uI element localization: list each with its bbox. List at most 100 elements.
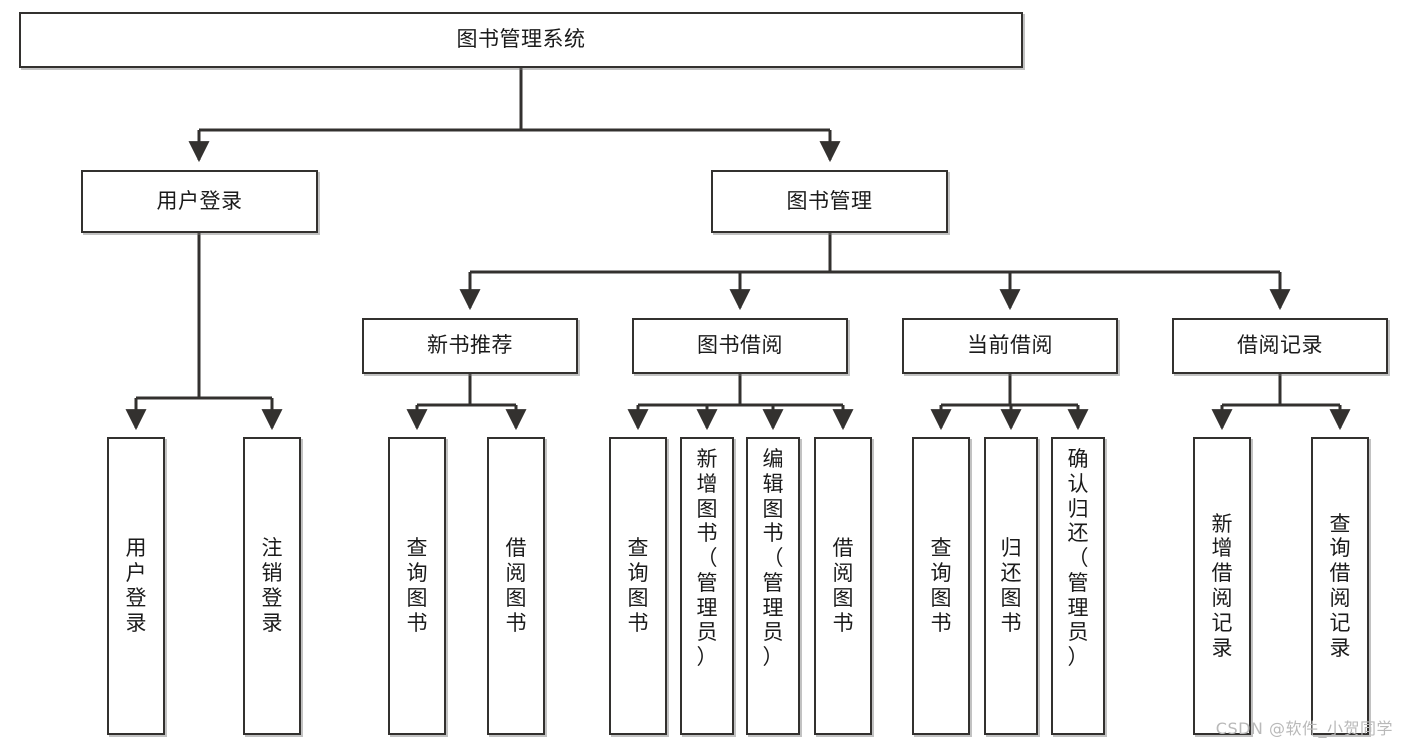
label-char: 查	[930, 536, 952, 561]
node-label-leaf-borrow-book-2: 借阅图书	[816, 439, 870, 733]
label-char: 认	[1067, 471, 1089, 496]
node-leaf-query-book-2[interactable]: 查询图书	[609, 437, 667, 735]
label-char: 录	[261, 610, 283, 635]
label-char: 新	[1211, 511, 1233, 536]
label-char: 图	[930, 586, 952, 610]
node-label-book-manage: 图书管理	[786, 188, 873, 213]
label-char: 图	[832, 586, 854, 610]
node-leaf-confirm-return[interactable]: 确认归还（管理员）	[1051, 437, 1105, 735]
node-leaf-logout[interactable]: 注销登录	[243, 437, 301, 735]
label-char: 图	[505, 586, 527, 610]
label-char: 管	[1067, 570, 1089, 595]
label-char: 询	[627, 561, 649, 586]
label-char: 增	[696, 471, 718, 496]
label-char: 登	[125, 586, 147, 610]
label-char: 记	[1329, 610, 1351, 635]
label-char: 借	[505, 536, 527, 561]
node-label-leaf-confirm-return: 确认归还（管理员）	[1053, 447, 1103, 670]
node-label-leaf-add-book: 新增图书（管理员）	[682, 447, 732, 670]
label-char: ）	[762, 645, 784, 670]
node-leaf-add-record[interactable]: 新增借阅记录	[1193, 437, 1251, 735]
label-char: 用	[125, 536, 147, 561]
node-label-leaf-user-login: 用户登录	[109, 439, 163, 733]
node-label-leaf-logout: 注销登录	[245, 439, 299, 733]
node-label-book-borrow: 图书借阅	[697, 333, 783, 358]
node-leaf-borrow-book-2[interactable]: 借阅图书	[814, 437, 872, 735]
label-char: 查	[406, 536, 428, 561]
node-label-leaf-query-book-2: 查询图书	[611, 439, 665, 733]
label-char: 录	[125, 610, 147, 635]
label-char: 编	[762, 447, 784, 471]
label-char: 增	[1211, 536, 1233, 561]
node-label-leaf-query-record: 查询借阅记录	[1313, 439, 1367, 733]
label-char: 阅	[505, 561, 527, 586]
label-char: 新	[696, 447, 718, 471]
node-book-borrow[interactable]: 图书借阅	[632, 318, 848, 374]
node-label-leaf-query-book-3: 查询图书	[914, 439, 968, 733]
label-char: 记	[1211, 610, 1233, 635]
label-char: 书	[762, 521, 784, 546]
node-label-leaf-borrow-book-1: 借阅图书	[489, 439, 543, 733]
label-char: 员	[1067, 620, 1089, 645]
label-char: 书	[406, 610, 428, 635]
label-char: 书	[696, 521, 718, 546]
label-char: ）	[1067, 645, 1089, 670]
label-char: 理	[1067, 595, 1089, 620]
label-char: 查	[1329, 511, 1351, 536]
label-char: 确	[1067, 447, 1089, 471]
label-char: 书	[930, 610, 952, 635]
node-label-leaf-add-record: 新增借阅记录	[1195, 439, 1249, 733]
node-label-root: 图书管理系统	[456, 27, 586, 52]
label-char: 户	[125, 561, 147, 586]
label-char: 归	[1000, 536, 1022, 561]
node-current-borrow[interactable]: 当前借阅	[902, 318, 1118, 374]
node-leaf-query-record[interactable]: 查询借阅记录	[1311, 437, 1369, 735]
node-label-new-book-rec: 新书推荐	[427, 333, 513, 358]
label-char: 图	[762, 496, 784, 521]
label-char: 辑	[762, 471, 784, 496]
label-char: 书	[832, 610, 854, 635]
connector-lines	[125, 68, 1351, 431]
label-char: 还	[1000, 561, 1022, 586]
label-char: （	[1067, 546, 1089, 571]
node-leaf-user-login[interactable]: 用户登录	[107, 437, 165, 735]
node-leaf-query-book-3[interactable]: 查询图书	[912, 437, 970, 735]
label-char: 归	[1067, 496, 1089, 521]
node-label-borrow-record: 借阅记录	[1237, 333, 1323, 358]
label-char: 理	[762, 595, 784, 620]
node-new-book-rec[interactable]: 新书推荐	[362, 318, 578, 374]
node-user-login[interactable]: 用户登录	[81, 170, 318, 233]
label-char: 书	[505, 610, 527, 635]
node-label-current-borrow: 当前借阅	[967, 333, 1053, 358]
label-char: 借	[832, 536, 854, 561]
label-char: 管	[696, 570, 718, 595]
node-leaf-return-book[interactable]: 归还图书	[984, 437, 1038, 735]
label-char: 询	[406, 561, 428, 586]
label-char: 图	[1000, 586, 1022, 610]
label-char: 图	[406, 586, 428, 610]
label-char: 录	[1211, 635, 1233, 660]
label-char: （	[696, 546, 718, 571]
label-char: 询	[930, 561, 952, 586]
label-char: 员	[762, 620, 784, 645]
node-book-manage[interactable]: 图书管理	[711, 170, 948, 233]
node-leaf-query-book-1[interactable]: 查询图书	[388, 437, 446, 735]
node-root[interactable]: 图书管理系统	[19, 12, 1023, 68]
node-borrow-record[interactable]: 借阅记录	[1172, 318, 1388, 374]
label-char: 销	[261, 561, 283, 586]
node-leaf-add-book[interactable]: 新增图书（管理员）	[680, 437, 734, 735]
node-label-user-login: 用户登录	[156, 188, 243, 213]
label-char: 图	[627, 586, 649, 610]
label-char: 询	[1329, 536, 1351, 561]
label-char: 阅	[1211, 586, 1233, 610]
label-char: 员	[696, 620, 718, 645]
label-char: （	[762, 546, 784, 571]
label-char: 阅	[832, 561, 854, 586]
label-char: 阅	[1329, 586, 1351, 610]
node-leaf-edit-book[interactable]: 编辑图书（管理员）	[746, 437, 800, 735]
node-leaf-borrow-book-1[interactable]: 借阅图书	[487, 437, 545, 735]
label-char: 注	[261, 536, 283, 561]
label-char: 借	[1329, 561, 1351, 586]
